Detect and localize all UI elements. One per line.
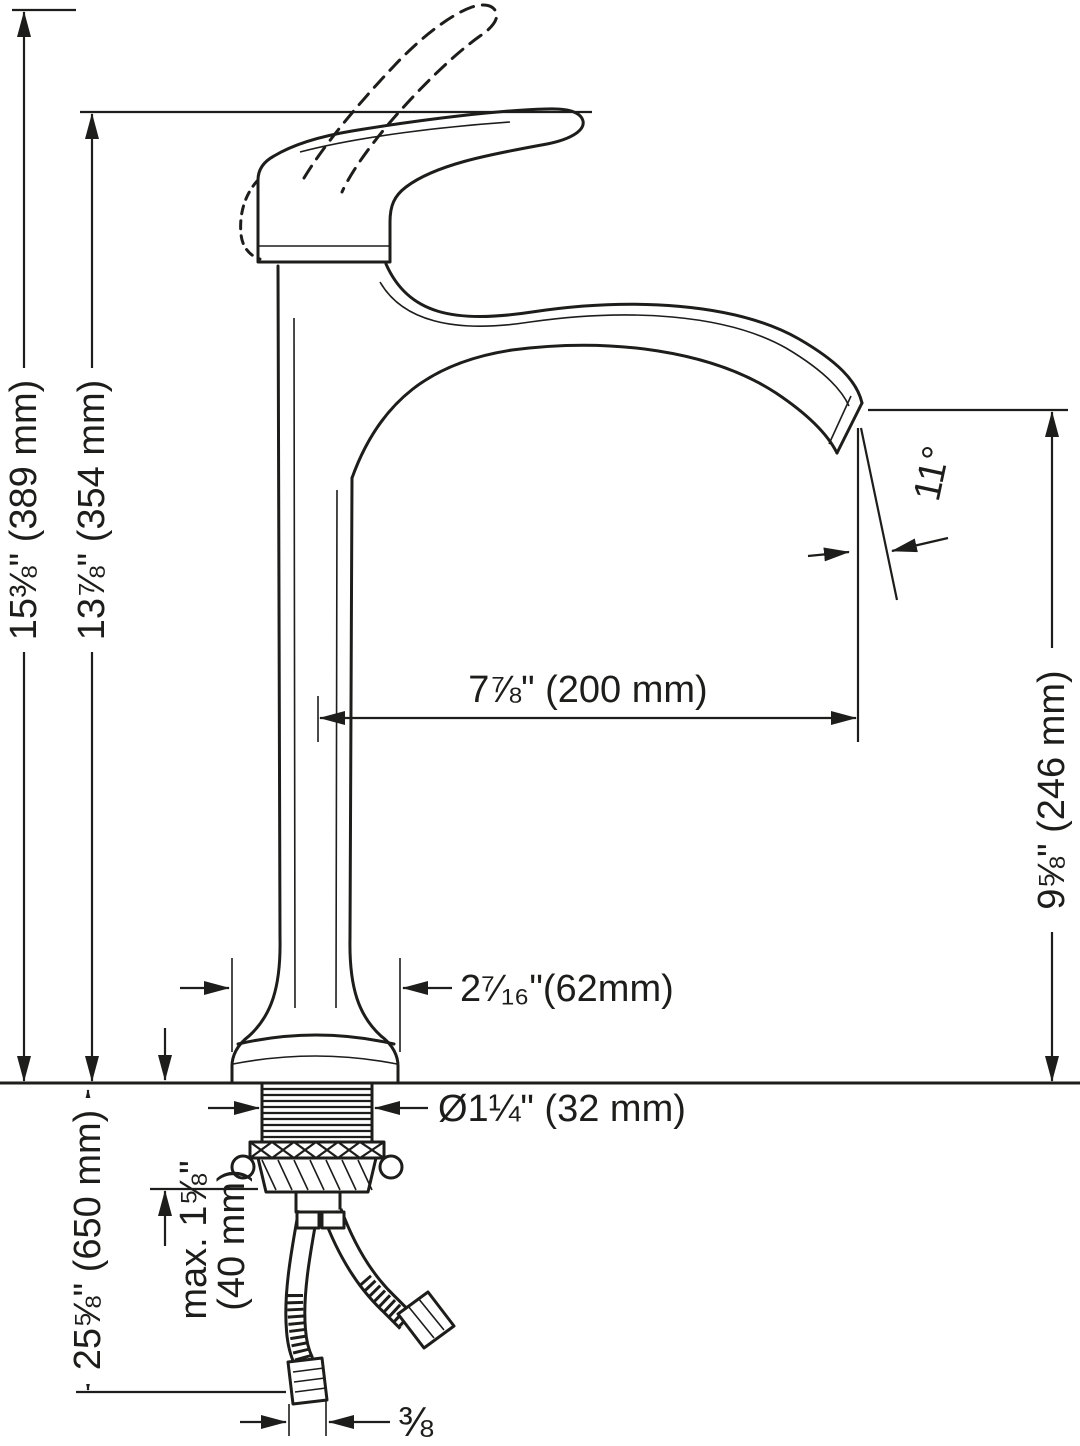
faucet-base-rim-lower: [232, 1055, 398, 1065]
label-handle-height: 13⅞" (354 mm): [71, 380, 113, 641]
label-hose-connection: ⅜: [398, 1398, 434, 1445]
lever-raised-dashed: [302, 3, 499, 194]
dimension-annotations: [12, 8, 1068, 1436]
spout-inner-curve: [379, 281, 850, 407]
handle-pivot-dashed: [239, 178, 262, 261]
mounting-nut-hatch: [261, 1159, 373, 1191]
label-hose-length: 25⅝" (650 mm): [67, 1110, 109, 1371]
dim-angle-arrow-left: [807, 547, 850, 562]
hose-left-fitting-ribs: [292, 1367, 327, 1393]
spout-underside-curve: [350, 343, 839, 480]
faucet-base-rim-upper: [236, 1033, 396, 1046]
label-spout-angle: 11°: [906, 442, 958, 504]
hose-right-collar: [320, 1210, 346, 1230]
dim-base-width-ext: [231, 958, 401, 1052]
dim-angle-arrow-right: [891, 536, 949, 553]
handle-and-lever-outline: [256, 107, 585, 264]
dim-hose-conn-ext: [288, 1400, 327, 1436]
lock-washer-hatch: [249, 1141, 385, 1159]
faucet-drawing: [0, 3, 1080, 1406]
hose-outlet-block: [294, 1190, 342, 1214]
hose-right-fitting-ribs: [407, 1297, 445, 1339]
label-base-width: 2⁷⁄₁₆"(62mm): [460, 968, 674, 1010]
label-mask: [68, 1098, 108, 1384]
label-spout-height: 9⅝" (246 mm): [1031, 670, 1073, 909]
spout-outer-curve: [384, 262, 864, 405]
label-mask: [1032, 648, 1072, 932]
spout-tip-face: [835, 401, 864, 455]
label-mask: [72, 368, 112, 652]
faucet-body-left-edge: [230, 264, 282, 1085]
faucet-body-inner-lines: [293, 317, 338, 1009]
hose-left-collar: [295, 1210, 321, 1230]
hose-right-braid: [357, 1274, 413, 1328]
spout-tip-inner-line: [828, 395, 852, 445]
label-shank-diameter: Ø1¼" (32 mm): [438, 1088, 686, 1130]
label-max-deck-line1: max. 1⅝": [173, 1160, 215, 1319]
hose-right-fitting: [396, 1290, 456, 1350]
dimension-labels: 15⅜" (389 mm) 13⅞" (354 mm) 9⅝" (246 mm)…: [3, 368, 1073, 1445]
shank-thread-lines: [262, 1087, 372, 1139]
label-overall-height: 15⅜" (389 mm): [3, 380, 45, 641]
label-max-deck-line2: (40 mm): [211, 1169, 253, 1310]
lever-crease-line: [299, 121, 511, 153]
label-mask: [4, 368, 44, 652]
dim-angle-reference-line: [859, 427, 899, 601]
washer-ear-left: [230, 1154, 256, 1180]
washer-ear-right: [378, 1154, 404, 1180]
faucet-body-right-edge: [348, 476, 400, 1085]
hose-left-braid: [287, 1293, 312, 1365]
label-spout-reach: 7⅞" (200 mm): [468, 669, 707, 711]
